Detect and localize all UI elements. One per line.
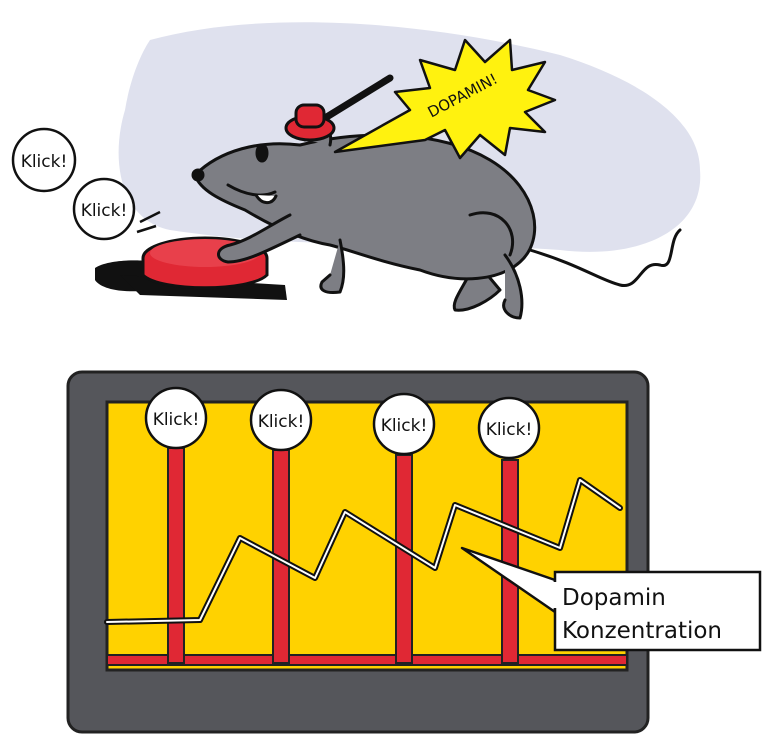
callout-line-2: Konzentration bbox=[562, 618, 722, 644]
click-bubble-bottom: Klick! bbox=[72, 177, 136, 241]
callout-line-1: Dopamin bbox=[562, 585, 666, 611]
click-marker-4: Klick! bbox=[477, 396, 541, 664]
click-marker-2-label: Klick! bbox=[258, 412, 305, 432]
mouse-icon bbox=[191, 124, 682, 320]
click-marker-1: Klick! bbox=[144, 386, 208, 664]
monitor-screen bbox=[105, 400, 629, 672]
click-marker-3-label: Klick! bbox=[381, 416, 428, 436]
electrode-icon bbox=[284, 74, 394, 142]
motion-lines bbox=[136, 210, 161, 234]
baseline bbox=[106, 654, 628, 666]
click-marker-3: Klick! bbox=[372, 392, 436, 664]
click-markers: Klick! Klick! Klick! Klick! bbox=[144, 386, 541, 664]
dopamine-starburst-icon: DOPAMIN! bbox=[333, 38, 557, 160]
click-marker-4-label: Klick! bbox=[486, 420, 533, 440]
click-bubble-bottom-label: Klick! bbox=[81, 201, 128, 221]
dopamine-curve bbox=[104, 477, 623, 625]
dopamine-callout: Dopamin Konzentration bbox=[460, 546, 762, 652]
click-marker-1-label: Klick! bbox=[153, 410, 200, 430]
click-bubble-top: Klick! bbox=[11, 127, 77, 193]
click-bubble-top-label: Klick! bbox=[21, 152, 68, 172]
